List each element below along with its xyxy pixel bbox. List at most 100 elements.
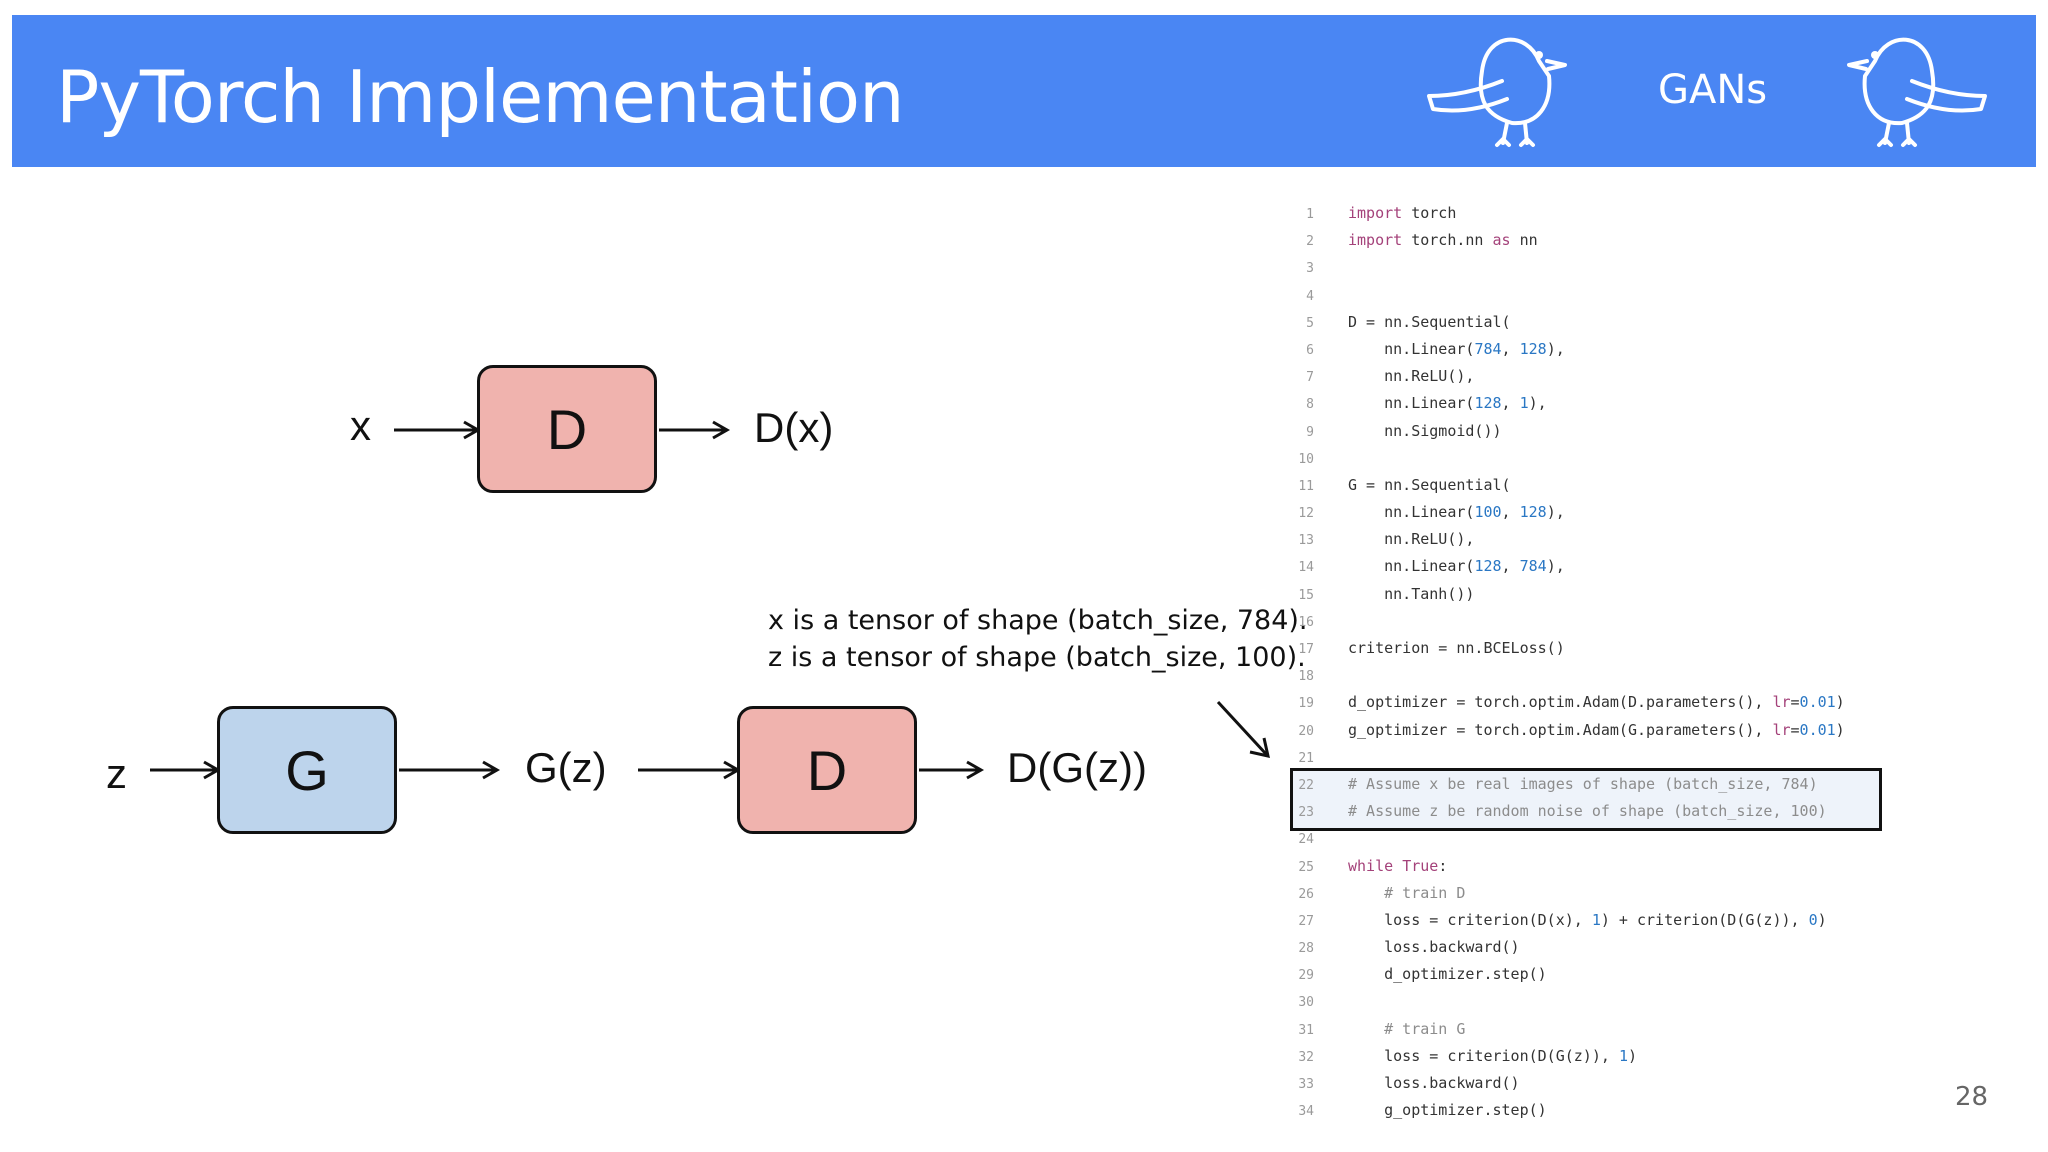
shape-note: x is a tensor of shape (batch_size, 784)…: [768, 602, 1308, 676]
line-number: 3: [1306, 261, 1314, 277]
line-number: 4: [1306, 288, 1314, 304]
code-line: 2 import torch.nn as nn: [1296, 227, 1896, 254]
code-text: while True:: [1348, 856, 1448, 875]
code-text: # train D: [1348, 883, 1466, 902]
code-text: import torch: [1348, 204, 1457, 222]
line-number: 9: [1306, 424, 1314, 440]
arrow-icon: [638, 760, 742, 780]
arrow-icon: [659, 420, 731, 440]
code-text: criterion = nn.BCELoss(): [1348, 639, 1565, 657]
code-line: 29 d_optimizer.step(): [1296, 961, 1896, 988]
code-line: 23# Assume z be random noise of shape (b…: [1296, 798, 1896, 825]
arrow-icon: [150, 760, 222, 780]
code-text: # Assume z be random noise of shape (bat…: [1348, 802, 1827, 821]
code-line: 14 nn.Linear(128, 784),: [1296, 553, 1896, 580]
generator-box: G: [217, 706, 397, 834]
note-line-x: x is a tensor of shape (batch_size, 784)…: [768, 605, 1308, 636]
code-text: nn.ReLU(),: [1348, 367, 1475, 386]
line-number: 7: [1306, 370, 1314, 386]
code-line: 18: [1296, 662, 1896, 689]
line-number: 8: [1306, 397, 1314, 413]
code-text: import torch.nn as nn: [1348, 231, 1538, 250]
gan-diagram: x D D(x) x is a tensor of shape (batch_s…: [0, 170, 1308, 1152]
code-line: 4: [1296, 282, 1896, 309]
code-text: nn.Linear(784, 128),: [1348, 339, 1565, 358]
line-number: 5: [1306, 315, 1314, 331]
code-line: 3: [1296, 254, 1896, 281]
code-line: 9 nn.Sigmoid()): [1296, 418, 1896, 445]
pointer-arrow-icon: [1216, 700, 1270, 758]
code-text: nn.ReLU(),: [1348, 530, 1475, 549]
input-x-label: x: [350, 402, 371, 449]
bird-icon: [1427, 37, 1567, 147]
discriminator-label: D: [546, 397, 588, 461]
arrow-icon: [919, 760, 985, 780]
line-number: 15: [1298, 587, 1314, 603]
code-text: # train G: [1348, 1019, 1466, 1038]
code-text: nn.Tanh()): [1348, 584, 1475, 603]
code-text: g_optimizer = torch.optim.Adam(G.paramet…: [1348, 720, 1845, 739]
code-line: 32 loss = criterion(D(G(z)), 1): [1296, 1043, 1896, 1070]
discriminator-box: D: [477, 365, 657, 493]
code-text: # Assume x be real images of shape (batc…: [1348, 774, 1818, 793]
line-number: 25: [1298, 859, 1314, 875]
page-number: 28: [1955, 1082, 1989, 1112]
line-number: 20: [1298, 723, 1314, 739]
code-text: nn.Linear(100, 128),: [1348, 503, 1565, 522]
line-number: 21: [1298, 750, 1314, 766]
code-line: 17 criterion = nn.BCELoss(): [1296, 635, 1896, 662]
slide-title: PyTorch Implementation: [56, 55, 905, 139]
code-line: 15 nn.Tanh()): [1296, 581, 1896, 608]
code-line: 7 nn.ReLU(),: [1296, 363, 1896, 390]
title-bar: PyTorch Implementation GANs: [12, 15, 2036, 167]
code-text: loss = criterion(D(x), 1) + criterion(D(…: [1348, 910, 1827, 929]
discriminator-box-2: D: [737, 706, 917, 834]
code-text: nn.Linear(128, 1),: [1348, 394, 1547, 413]
code-line: 13 nn.ReLU(),: [1296, 526, 1896, 553]
code-line: 12 nn.Linear(100, 128),: [1296, 499, 1896, 526]
code-line: 11 G = nn.Sequential(: [1296, 472, 1896, 499]
line-number: 31: [1298, 1022, 1314, 1038]
bird-icon: [1847, 37, 1987, 147]
line-number: 12: [1298, 506, 1314, 522]
code-text: g_optimizer.step(): [1348, 1101, 1547, 1120]
line-number: 2: [1306, 234, 1314, 250]
line-number: 30: [1298, 995, 1314, 1011]
code-line: 34 g_optimizer.step(): [1296, 1097, 1896, 1124]
line-number: 26: [1298, 886, 1314, 902]
code-text: loss = criterion(D(G(z)), 1): [1348, 1046, 1637, 1065]
code-line: 25 while True:: [1296, 853, 1896, 880]
arrow-icon: [399, 760, 501, 780]
code-line: 16: [1296, 608, 1896, 635]
line-number: 17: [1298, 642, 1314, 657]
output-dx-label: D(x): [754, 404, 834, 451]
code-line: 28 loss.backward(): [1296, 934, 1896, 961]
line-number: 32: [1298, 1049, 1314, 1065]
line-number: 28: [1298, 941, 1314, 957]
code-text: nn.Linear(128, 784),: [1348, 557, 1565, 576]
line-number: 18: [1298, 669, 1314, 685]
line-number: 16: [1298, 614, 1314, 630]
line-number: 11: [1298, 478, 1314, 494]
output-dgz-label: D(G(z)): [1007, 744, 1147, 791]
line-number: 34: [1298, 1104, 1314, 1120]
line-number: 22: [1298, 777, 1314, 793]
arrow-icon: [394, 420, 482, 440]
section-tag: GANs: [1658, 67, 1768, 113]
code-line: 33 loss.backward(): [1296, 1070, 1896, 1097]
code-line: 27 loss = criterion(D(x), 1) + criterion…: [1296, 907, 1896, 934]
code-text: loss.backward(): [1348, 1074, 1520, 1092]
code-line: 20 g_optimizer = torch.optim.Adam(G.param…: [1296, 717, 1896, 744]
line-number: 13: [1298, 533, 1314, 549]
code-highlight: [1290, 768, 1882, 831]
line-number: 6: [1306, 342, 1314, 358]
code-text: d_optimizer.step(): [1348, 965, 1547, 984]
code-line: 26 # train D: [1296, 880, 1896, 907]
code-line: 21: [1296, 744, 1896, 771]
code-text: G = nn.Sequential(: [1348, 475, 1511, 494]
code-line: 10: [1296, 445, 1896, 472]
code-line: 30: [1296, 988, 1896, 1015]
discriminator-label-2: D: [806, 738, 848, 802]
code-text: nn.Sigmoid()): [1348, 421, 1502, 440]
